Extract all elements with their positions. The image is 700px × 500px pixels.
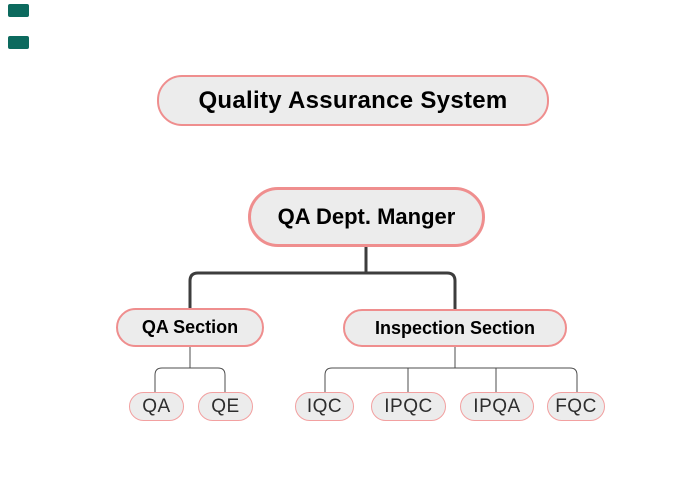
teal-corner-marker-bottom	[8, 36, 29, 49]
node-qa-section[interactable]: QA Section	[116, 308, 264, 347]
connector-inspection-bracket	[324, 367, 578, 393]
node-qa-dept-manager[interactable]: QA Dept. Manger	[248, 187, 485, 247]
node-qe[interactable]: QE	[198, 392, 253, 421]
thin-connector-group-left	[154, 346, 226, 393]
node-qa[interactable]: QA	[129, 392, 184, 421]
node-qe-label: QE	[211, 395, 240, 417]
node-quality-assurance-system[interactable]: Quality Assurance System	[157, 75, 549, 126]
node-ipqc[interactable]: IPQC	[371, 392, 446, 421]
connector-qa-section-bracket	[154, 367, 226, 393]
node-inspection-section[interactable]: Inspection Section	[343, 309, 567, 347]
connector-manager-bracket	[188, 271, 457, 311]
node-fqc[interactable]: FQC	[547, 392, 605, 421]
thick-connector-group	[188, 245, 457, 311]
node-qa-section-label: QA Section	[141, 317, 239, 337]
node-quality-assurance-system-label: Quality Assurance System	[198, 86, 508, 114]
node-ipqc-label: IPQC	[384, 395, 433, 417]
node-inspection-section-label: Inspection Section	[374, 317, 536, 338]
node-fqc-label: FQC	[555, 395, 597, 417]
thin-connector-group-right	[324, 346, 578, 393]
node-qa-label: QA	[142, 395, 171, 417]
node-iqc[interactable]: IQC	[295, 392, 354, 421]
teal-corner-marker-top	[8, 4, 29, 17]
node-iqc-label: IQC	[306, 395, 343, 417]
node-ipqa-label: IPQA	[473, 395, 521, 417]
node-ipqa[interactable]: IPQA	[460, 392, 534, 421]
node-qa-dept-manager-label: QA Dept. Manger	[277, 204, 456, 229]
